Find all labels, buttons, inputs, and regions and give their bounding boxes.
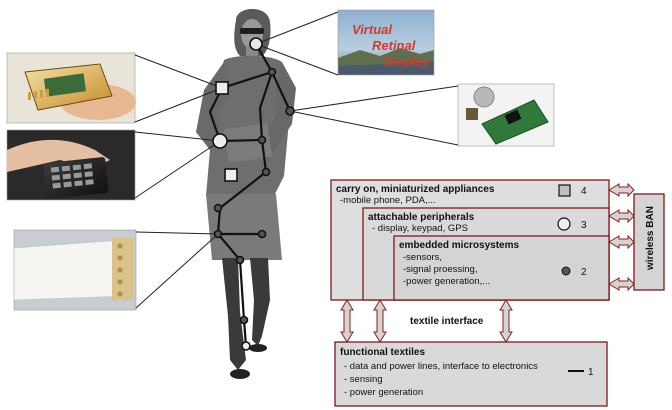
wireless-arrow-4	[608, 182, 635, 198]
node-dot-calf	[235, 255, 245, 265]
wireless-arrows	[608, 182, 635, 292]
interface-arrow-mid	[373, 299, 387, 343]
embedded-title: embedded microsystems	[399, 240, 519, 251]
embedded-line3: -power generation,...	[403, 276, 490, 287]
callout-lines	[134, 11, 459, 309]
node-dot-waist	[257, 135, 267, 145]
circuit-board-photo	[457, 83, 555, 147]
textile-strip-photo	[13, 229, 137, 311]
display-label-line1: Virtual	[352, 22, 392, 37]
functional-textiles-box: functional textiles - data and power lin…	[334, 341, 608, 407]
node-circle-head	[249, 37, 263, 51]
virtual-retinal-display-photo: Virtual Retinal Display	[337, 9, 435, 76]
level-4-label: 4	[581, 186, 587, 197]
node-circle-wrist	[212, 133, 228, 149]
node-dot-foot	[241, 341, 251, 351]
textiles-line2: - sensing	[344, 374, 383, 385]
wireless-arrow-1	[608, 276, 635, 292]
display-label-line2: Retinal	[372, 38, 416, 53]
node-dot-elbow	[285, 106, 295, 116]
interface-arrow-left	[340, 299, 354, 343]
level-3-label: 3	[581, 220, 587, 231]
node-dot-thigh	[261, 167, 271, 177]
textiles-title: functional textiles	[340, 347, 425, 358]
node-square-hip	[224, 168, 238, 182]
level-2-label: 2	[581, 267, 587, 278]
level-1-label: 1	[588, 367, 594, 378]
wireless-ban-label: wireless BAN	[645, 206, 656, 271]
body-nodes	[212, 37, 295, 351]
node-dot-knee-right	[257, 229, 267, 239]
embedded-line1: -sensors,	[403, 252, 442, 263]
node-square-chest	[215, 81, 229, 95]
carry-on-title: carry on, miniaturized appliances	[336, 184, 495, 195]
carry-on-line1: -mobile phone, PDA,...	[340, 195, 436, 206]
wireless-arrow-3	[608, 208, 635, 224]
node-dot-shoulder	[267, 67, 277, 77]
peripherals-title: attachable peripherals	[368, 212, 475, 223]
embedded-line2: -signal proessing,	[403, 264, 477, 275]
keypad-photo	[6, 129, 136, 201]
wireless-arrow-2	[608, 234, 635, 250]
level-4-square-icon	[558, 184, 571, 197]
wireless-ban-block: wireless BAN	[633, 193, 665, 291]
chip-module-photo	[6, 52, 136, 124]
display-label-line3: Display	[384, 54, 431, 69]
textiles-line1: - data and power lines, interface to ele…	[344, 361, 538, 372]
interface-arrow-right	[499, 299, 513, 343]
peripherals-line1: - display, keypad, GPS	[372, 223, 468, 234]
node-dot-knee	[213, 229, 223, 239]
embedded-box: embedded microsystems -sensors, -signal …	[393, 235, 610, 301]
textile-interface-label: textile interface	[410, 316, 484, 327]
level-3-circle-icon	[557, 217, 571, 231]
node-dot-ankle	[239, 315, 249, 325]
level-2-dot-icon	[561, 266, 571, 276]
node-dot-knee-left	[213, 203, 223, 213]
textiles-line3: - power generation	[344, 387, 423, 398]
